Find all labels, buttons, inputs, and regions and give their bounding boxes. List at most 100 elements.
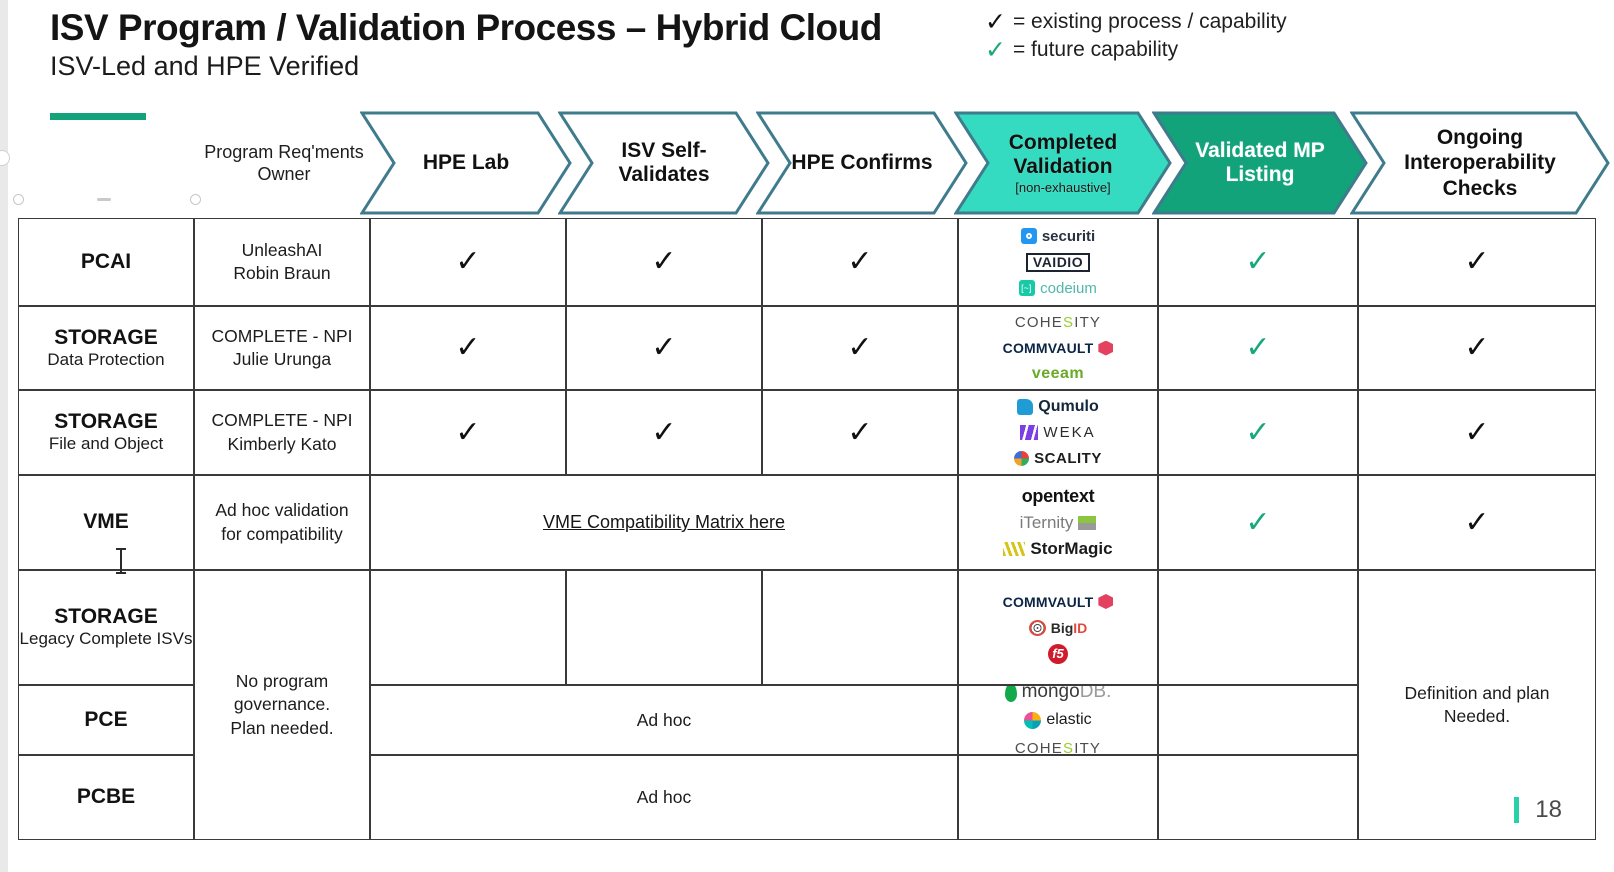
isv-self-cell-storage-legacy [566,570,762,685]
legend-future-label: = future capability [1012,37,1179,61]
stage-chevron-hpe-lab[interactable]: HPE Lab [360,110,572,216]
chevron-shape-icon [1152,111,1368,215]
page-number: 18 [1514,796,1562,824]
completed-validation-cell-storage-data-protection: COHESITY COMMVAULT veeam [958,306,1158,390]
isv-self-cell-pcai: ✓ [566,218,762,306]
vme-compatibility-matrix-merged-cell[interactable]: VME Compatibility Matrix here [370,475,958,570]
page-title: ISV Program / Validation Process – Hybri… [50,7,882,48]
stage-label: ISV Self- Validates [618,139,710,186]
logo-elastic: elastic [1024,711,1092,730]
check-black-icon: ✓ [847,330,873,365]
completed-validation-cell-vme: opentext iTernity StorMagic [958,475,1158,570]
owner-line2: Robin Braun [233,263,331,283]
logo-securiti: securiti [1020,227,1096,246]
logo-opentext: opentext [1022,486,1095,506]
owner-line1: No program [235,670,329,691]
owner-line2: Kimberly Kato [227,433,337,454]
check-black-icon: ✓ [1464,414,1490,450]
stage-chevron-hpe-confirms[interactable]: HPE Confirms [756,110,968,216]
legend-existing-label: = existing process / capability [1012,10,1287,33]
check-black-icon: ✓ [847,244,873,279]
elastic-mark-icon [1024,711,1042,729]
logo-f5: f5 [1048,643,1068,664]
validated-mp-cell-storage-legacy [1158,570,1358,685]
stage-chevron-completed-validation[interactable]: Completed Validation [non-exhaustive] [954,110,1172,216]
hpe-confirms-cell-storage-file-and-object: ✓ [762,390,958,475]
accent-bar [50,113,146,120]
hpe-lab-cell-storage-legacy [370,570,566,685]
hpe-confirms-cell-storage-data-protection: ✓ [762,306,958,390]
stage-chevron-isv-self-validates[interactable]: ISV Self- Validates [558,110,770,216]
check-green-icon: ✓ [985,35,1006,65]
check-black-icon: ✓ [651,414,677,450]
row-name: VME [83,510,129,534]
check-green-icon: ✓ [1245,504,1271,540]
chevron-shape-icon [954,111,1172,215]
validated-mp-cell-pce [1158,685,1358,755]
chevron-shape-icon [360,111,572,215]
stage-label: HPE Lab [422,151,510,175]
logo-label: VAIDIO [1025,252,1091,272]
logo-scality: SCALITY [1014,449,1102,468]
stage-label: Ongoing Interoperability Checks [1404,126,1556,200]
owner-cell-pcai: UnleashAI Robin Braun [194,218,370,306]
title-block[interactable]: ISV Program / Validation Process – Hybri… [50,8,980,82]
logo-stormagic: StorMagic [1003,539,1113,558]
row-name: STORAGE [54,605,158,629]
row-name: STORAGE [54,325,158,349]
owner-line1: Ad hoc validation [215,500,349,521]
logo-label: BigID [1050,619,1088,636]
owner-line1: COMPLETE - NPI [211,325,353,346]
row-subname: Data Protection [47,349,165,369]
row-name: PCAI [80,249,132,273]
text-cursor-artifact [116,548,126,574]
owner-cell-storage-file-and-object: COMPLETE - NPI Kimberly Kato [194,390,370,475]
legend-item-future: ✓ = future capability [985,36,1287,64]
vme-compatibility-matrix-link[interactable]: VME Compatibility Matrix here [542,512,786,532]
hpe-confirms-cell-storage-legacy [762,570,958,685]
validated-mp-cell-pcai: ✓ [1158,218,1358,306]
logo-label: securiti [1041,227,1096,245]
f5-mark-icon: f5 [1048,643,1068,664]
row-subname: File and Object [48,434,164,454]
completed-validation-cell-pcbe [958,755,1158,840]
table-row-header-pcbe: PCBE [18,755,194,840]
logo-codeium: codeium [1019,279,1097,298]
resize-handle-bottom-left[interactable] [13,194,24,205]
check-black-icon: ✓ [455,244,481,279]
page-subtitle: ISV-Led and HPE Verified [50,50,360,81]
stage-chevron-validated-mp-listing[interactable]: Validated MP Listing [1152,110,1368,216]
completed-validation-cell-storage-file-and-object: Qumulo WEKA SCALITY [958,390,1158,475]
owner-line1: UnleashAI [241,239,323,260]
logo-qumulo: Qumulo [1017,397,1099,416]
validated-mp-cell-storage-data-protection: ✓ [1158,306,1358,390]
logo-label: Qumulo [1038,397,1099,415]
owner-line3: Plan needed. [230,717,334,738]
stage-label: HPE Confirms [791,151,933,175]
definition-line1: Definition and plan [1404,683,1550,704]
table-row-header-pce: PCE [18,685,194,755]
codeium-mark-icon [1019,280,1036,296]
row-name: PCBE [76,785,136,809]
logo-bigid: BigID [1028,618,1088,637]
stage-chevron-ongoing-interoperability-checks[interactable]: Ongoing Interoperability Checks [1350,110,1610,216]
check-black-icon: ✓ [1464,504,1490,540]
page-number-bar-icon [1514,797,1520,823]
check-black-icon: ✓ [651,244,677,279]
chevron-shape-icon [558,111,770,215]
logo-label: SCALITY [1034,450,1102,467]
resize-handle-bottom-center[interactable] [97,198,111,201]
logo-label: COHESITY [1014,739,1102,755]
logo-label: veeam [1031,365,1085,382]
validated-mp-cell-vme: ✓ [1158,475,1358,570]
row-subname: Legacy Complete ISVs [19,629,193,649]
ongoing-checks-cell-pcai: ✓ [1358,218,1596,306]
check-black-icon: ✓ [1464,330,1490,365]
owner-cell-vme: Ad hoc validation for compatibility [194,475,370,570]
legend: ✓ = existing process / capability ✓ = fu… [985,8,1287,63]
owner-cell-no-governance-merged: No program governance. Plan needed. [194,570,370,840]
stage-label: Completed Validation [1008,130,1118,178]
resize-handle-bottom-right[interactable] [190,194,201,205]
check-black-icon: ✓ [455,414,481,450]
securiti-mark-icon [1020,228,1037,244]
